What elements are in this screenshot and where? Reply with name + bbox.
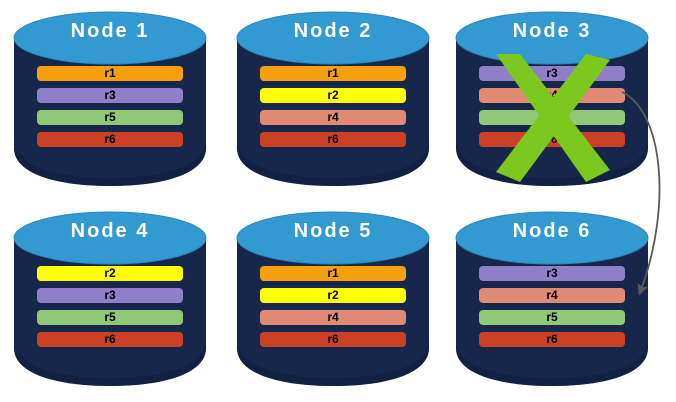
record-bar[interactable]: r6 <box>37 132 183 147</box>
cylinder-top-ellipse <box>455 11 649 65</box>
record-bar[interactable]: r3 <box>479 266 625 281</box>
record-bar[interactable]: r4 <box>479 88 625 103</box>
record-bar[interactable]: r6 <box>479 332 625 347</box>
cylinder-bottom-shading <box>456 340 648 386</box>
record-bar[interactable]: r6 <box>260 132 406 147</box>
record-bar[interactable]: r2 <box>37 266 183 281</box>
record-bar[interactable]: r5 <box>37 310 183 325</box>
cylinder-bottom-shading <box>237 140 429 186</box>
record-list: r1 r3 r5 r6 <box>37 66 183 147</box>
cylinder-bottom-shading <box>14 140 206 186</box>
record-bar[interactable]: r3 <box>37 88 183 103</box>
record-bar[interactable]: r4 <box>479 288 625 303</box>
cylinder-top-ellipse <box>455 211 649 265</box>
cylinder-top-ellipse <box>13 211 207 265</box>
record-bar[interactable]: r2 <box>260 88 406 103</box>
record-bar[interactable]: r1 <box>37 66 183 81</box>
cylinder-top-ellipse <box>13 11 207 65</box>
record-bar[interactable]: r3 <box>479 66 625 81</box>
cylinder-bottom-shading <box>14 340 206 386</box>
record-bar[interactable]: r3 <box>37 288 183 303</box>
record-list: r1 r2 r4 r6 <box>260 266 406 347</box>
record-bar[interactable]: r5 <box>37 110 183 125</box>
record-bar[interactable]: r5 <box>479 110 625 125</box>
record-bar[interactable]: r5 <box>479 310 625 325</box>
record-bar[interactable]: r2 <box>260 288 406 303</box>
record-list: r1 r2 r4 r6 <box>260 66 406 147</box>
record-bar[interactable]: r1 <box>260 266 406 281</box>
cylinder-bottom-shading <box>237 340 429 386</box>
cylinder-top-ellipse <box>236 211 430 265</box>
record-bar[interactable]: r4 <box>260 310 406 325</box>
record-list: r3 r4 r5 r6 <box>479 66 625 147</box>
record-list: r3 r4 r5 r6 <box>479 266 625 347</box>
record-bar[interactable]: r1 <box>260 66 406 81</box>
record-bar[interactable]: r6 <box>37 332 183 347</box>
record-bar[interactable]: r4 <box>260 110 406 125</box>
record-list: r2 r3 r5 r6 <box>37 266 183 347</box>
record-bar[interactable]: r6 <box>260 332 406 347</box>
cylinder-top-ellipse <box>236 11 430 65</box>
record-bar[interactable]: r6 <box>479 132 625 147</box>
